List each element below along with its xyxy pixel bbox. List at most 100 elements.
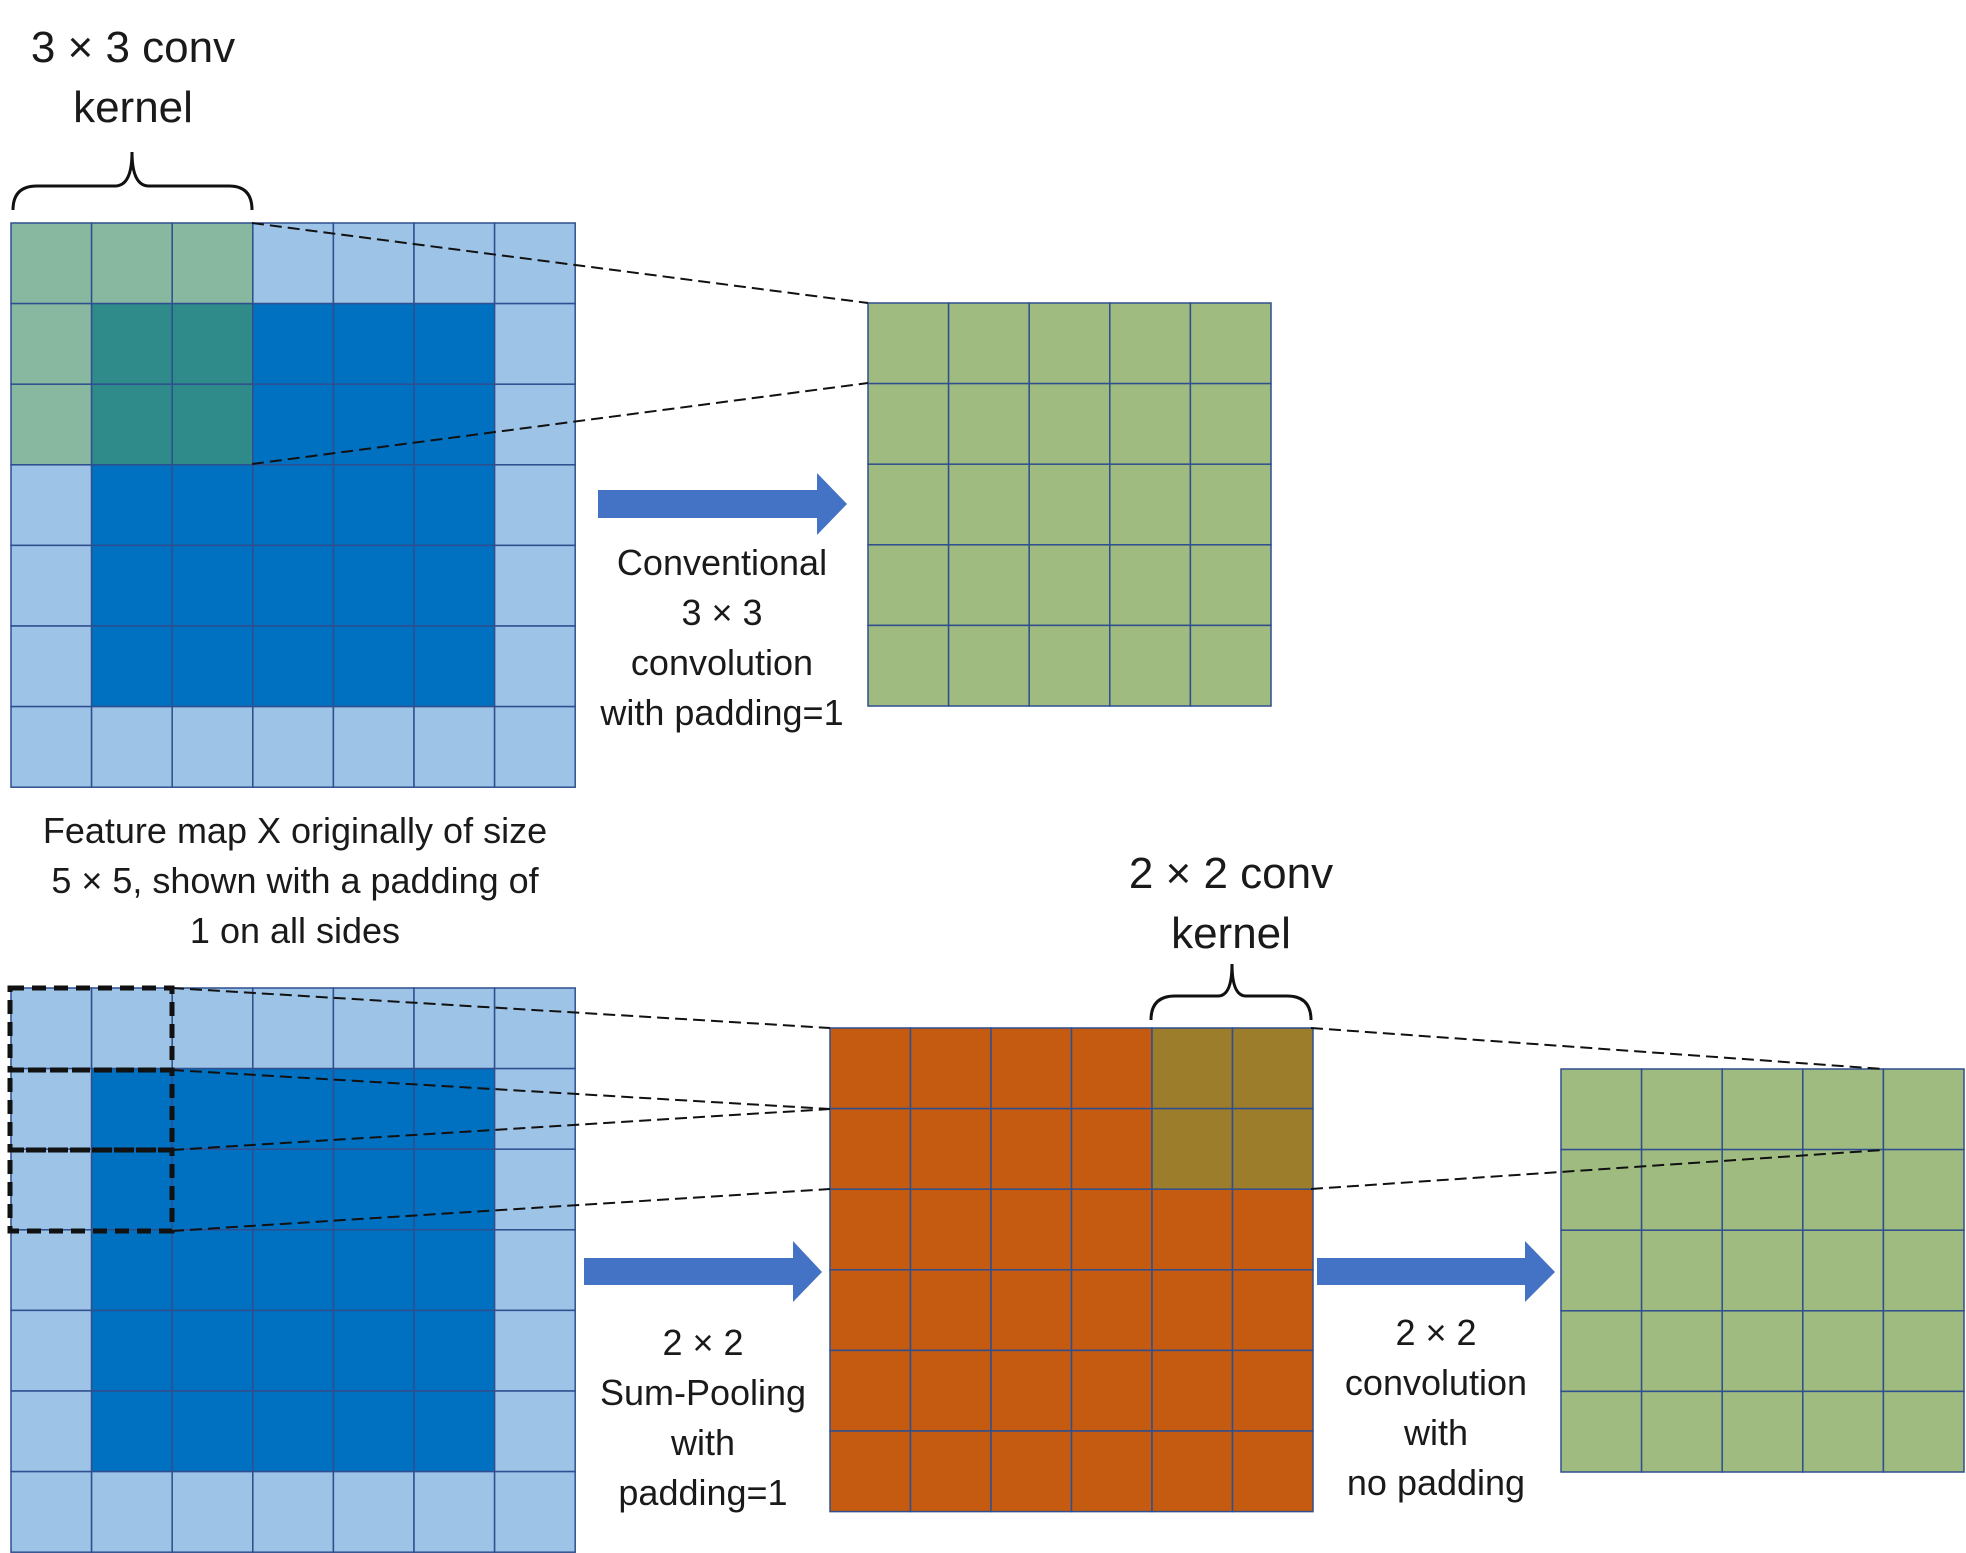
grid-cell xyxy=(10,1229,93,1312)
grid-cell xyxy=(171,1309,254,1392)
grid-cell xyxy=(171,302,254,385)
grid-cell xyxy=(1189,624,1272,707)
grid-cell xyxy=(1802,1148,1885,1231)
grid-cell xyxy=(1882,1148,1965,1231)
top-output-grid xyxy=(867,302,1272,707)
grid-cell xyxy=(1560,1148,1643,1231)
grid-cell xyxy=(171,1067,254,1150)
grid-cell xyxy=(867,544,950,627)
grid-cell xyxy=(1028,463,1111,546)
grid-cell xyxy=(90,1470,173,1553)
grid-cell xyxy=(332,1470,415,1553)
grid-cell xyxy=(990,1269,1073,1352)
grid-cell xyxy=(493,625,576,708)
grid-cell xyxy=(1721,1310,1804,1393)
grid-cell xyxy=(10,625,93,708)
grid-cell xyxy=(252,1067,335,1150)
dashed-window-2 xyxy=(7,1067,175,1153)
grid-cell xyxy=(413,302,496,385)
conv-no-padding-label: 2 × 2 convolution with no padding xyxy=(1344,1312,1528,1503)
grid-cell xyxy=(1640,1229,1723,1312)
grid-cell xyxy=(90,1148,173,1231)
feature-map-caption: Feature map X originally of size 5 × 5, … xyxy=(42,810,548,951)
grid-cell xyxy=(947,302,1030,385)
grid-cell xyxy=(947,463,1030,546)
projection-line xyxy=(251,222,869,304)
grid-cell xyxy=(413,222,496,305)
grid-cell xyxy=(413,1067,496,1150)
grid-cell xyxy=(493,1470,576,1553)
grid-cell xyxy=(1882,1310,1965,1393)
grid-cell xyxy=(1070,1188,1153,1271)
dashed-window-1 xyxy=(7,985,175,1073)
grid-cell xyxy=(1109,302,1192,385)
sum-pooling-label: 2 × 2 Sum-Pooling with padding=1 xyxy=(599,1322,807,1513)
grid-cell xyxy=(1640,1068,1723,1151)
grid-cell xyxy=(1028,382,1111,465)
grid-cell xyxy=(252,705,335,788)
grid-cell xyxy=(493,705,576,788)
projection-lines xyxy=(171,222,1884,1232)
right-arrow-icon xyxy=(1317,1241,1555,1302)
kernel-braces xyxy=(11,151,1313,1021)
grid-cell xyxy=(829,1349,912,1432)
grid-cell xyxy=(1109,463,1192,546)
grid-cell xyxy=(1189,544,1272,627)
grid-cell xyxy=(1189,463,1272,546)
grid-cell xyxy=(90,383,173,466)
grid-cell xyxy=(1721,1068,1804,1151)
grid-cell xyxy=(1882,1390,1965,1473)
grid-cell xyxy=(90,222,173,305)
grid-cell xyxy=(1151,1027,1234,1110)
grid-cell xyxy=(171,987,254,1070)
grid-cell xyxy=(252,302,335,385)
bottom-kernel-label: 2 × 2 conv kernel xyxy=(1128,849,1334,958)
grid-cell xyxy=(1070,1349,1153,1432)
grid-cell xyxy=(493,1309,576,1392)
grid-cell xyxy=(90,1229,173,1312)
grid-cell xyxy=(1721,1390,1804,1473)
grid-cell xyxy=(252,1470,335,1553)
bottom-kernel-brace-icon xyxy=(1149,963,1313,1021)
grid-cell xyxy=(252,1148,335,1231)
grid-cell xyxy=(867,302,950,385)
grid-cell xyxy=(10,544,93,627)
grid-cell xyxy=(252,383,335,466)
top-kernel-label: 3 × 3 conv kernel xyxy=(30,23,236,132)
grid-cell xyxy=(1231,1269,1314,1352)
grid-cell xyxy=(171,383,254,466)
grid-cell xyxy=(1560,1310,1643,1393)
grid-cell xyxy=(1231,1430,1314,1513)
grid-cell xyxy=(1028,544,1111,627)
grid-cell xyxy=(493,383,576,466)
grid-cell xyxy=(171,1390,254,1473)
bottom-pooled-grid xyxy=(829,1027,1314,1513)
grid-cell xyxy=(947,382,1030,465)
grid-cell xyxy=(1802,1068,1885,1151)
grid-cell xyxy=(990,1107,1073,1190)
grid-cell xyxy=(909,1188,992,1271)
grid-cell xyxy=(990,1188,1073,1271)
grid-cell xyxy=(10,1067,93,1150)
grid-cell xyxy=(252,544,335,627)
grid-cell xyxy=(413,1390,496,1473)
grid-cell xyxy=(947,624,1030,707)
grid-cell xyxy=(1028,624,1111,707)
grid-cell xyxy=(10,1309,93,1392)
grid-cell xyxy=(1109,544,1192,627)
arrows xyxy=(584,473,1555,1302)
grid-cell xyxy=(10,1390,93,1473)
grid-cell xyxy=(413,987,496,1070)
grid-cell xyxy=(413,383,496,466)
grid-cell xyxy=(1882,1068,1965,1151)
projection-line xyxy=(171,987,831,1029)
grid-cell xyxy=(1721,1229,1804,1312)
grid-cell xyxy=(252,1390,335,1473)
grid-cell xyxy=(909,1349,992,1432)
grid-cell xyxy=(493,464,576,547)
grid-cell xyxy=(1231,1107,1314,1190)
grid-cell xyxy=(829,1430,912,1513)
grid-cell xyxy=(332,1390,415,1473)
grid-cell xyxy=(1070,1107,1153,1190)
